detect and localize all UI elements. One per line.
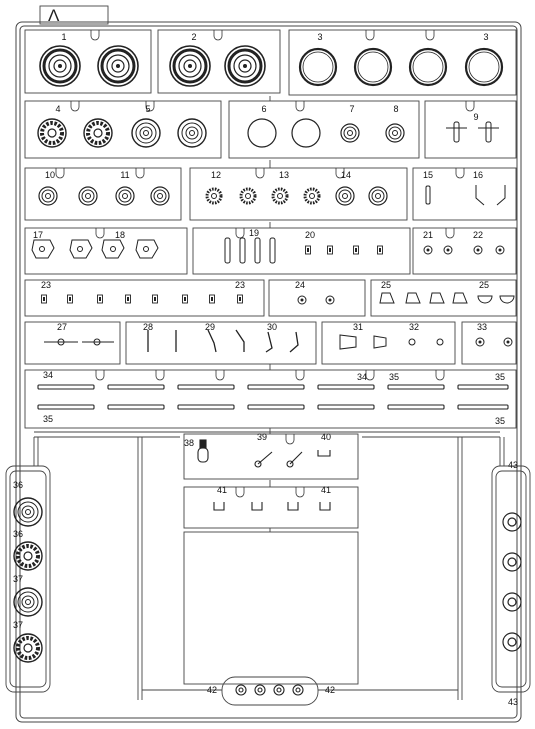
part-9-axles [446,121,499,143]
part-19-bars [224,237,276,264]
callout-38: 38 [184,438,194,448]
part-24-studs [297,295,335,305]
callout-35: 35 [389,372,399,382]
callout-35: 35 [495,372,505,382]
callout-41: 41 [217,485,227,495]
part-34-35-bars [37,384,509,410]
callout-35: 35 [43,414,53,424]
callout-9: 9 [473,112,478,122]
callout-20: 20 [305,230,315,240]
callout-7: 7 [349,104,354,114]
callout-29: 29 [205,322,215,332]
callout-3: 3 [317,32,322,42]
callout-10: 10 [45,170,55,180]
callout-21: 21 [423,230,433,240]
callout-39: 39 [257,432,267,442]
callout-34: 34 [357,372,367,382]
callout-8: 8 [393,104,398,114]
part-33-knobs [475,337,513,347]
part-28-29-30-rods [147,329,299,353]
callout-19: 19 [249,228,259,238]
part-4-wheels [36,117,114,149]
callout-5: 5 [145,104,150,114]
callout-3: 3 [483,32,488,42]
callout-34: 34 [43,370,53,380]
callout-23: 23 [41,280,51,290]
callout-17: 17 [33,230,43,240]
callout-27: 27 [57,322,67,332]
callout-13: 13 [279,170,289,180]
part-number-callouts: 1 2 3 3 4 5 6 7 8 9 10 11 12 13 14 15 16… [13,32,518,707]
part-2-wheels [168,44,267,88]
part-6-discs [247,118,321,148]
part-27-shafts [44,338,114,346]
part-42-bottom-knobs [235,684,304,696]
callout-6: 6 [261,104,266,114]
part-20-clips [305,245,383,255]
callout-25: 25 [479,280,489,290]
part-5-wheels [131,118,207,148]
part-21-22-knobs [423,245,505,255]
callout-37: 37 [13,574,23,584]
callout-43: 43 [508,460,518,470]
part-17-18-brackets [31,239,159,259]
part-10-11-hubs [38,186,170,206]
part-31-32-cones [339,334,444,350]
part-40-hook [317,450,331,457]
callout-28: 28 [143,322,153,332]
callout-23: 23 [235,280,245,290]
callout-40: 40 [321,432,331,442]
callout-11: 11 [120,170,129,180]
callout-30: 30 [267,322,277,332]
attachment-tabs [55,29,475,498]
callout-33: 33 [477,322,487,332]
callout-1: 1 [61,32,66,42]
callout-14: 14 [341,170,351,180]
part-12-13-gears [205,187,321,205]
callout-36: 36 [13,480,23,490]
callout-42: 42 [207,685,217,695]
callout-42: 42 [325,685,335,695]
part-7-8-hubs [340,123,405,143]
callout-37: 37 [13,620,23,630]
part-1-wheels [38,44,140,88]
callout-18: 18 [115,230,125,240]
part-39-levers [254,451,303,468]
corner-mark: Λ [48,6,60,25]
callout-32: 32 [409,322,419,332]
part-43-side-knobs [502,512,522,652]
callout-43: 43 [508,697,518,707]
callout-24: 24 [295,280,305,290]
sprue-runners [33,96,505,700]
callout-4: 4 [55,104,60,114]
panel-outlines [5,29,531,706]
callout-15: 15 [423,170,433,180]
part-3-rings [298,47,504,87]
callout-12: 12 [211,170,221,180]
callout-36: 36 [13,529,23,539]
part-23-clips [41,294,243,304]
part-41-hooks [213,502,331,511]
part-25-wedges [379,292,515,304]
callout-22: 22 [473,230,483,240]
callout-16: 16 [473,170,483,180]
callout-35: 35 [495,416,505,426]
callout-31: 31 [353,322,363,332]
part-15-16-pins [425,185,506,206]
part-14-hubs [335,186,388,206]
part-38-bulb [197,439,209,463]
callout-41: 41 [321,485,331,495]
callout-25: 25 [381,280,391,290]
callout-2: 2 [191,32,196,42]
sprue-frame [15,5,522,723]
